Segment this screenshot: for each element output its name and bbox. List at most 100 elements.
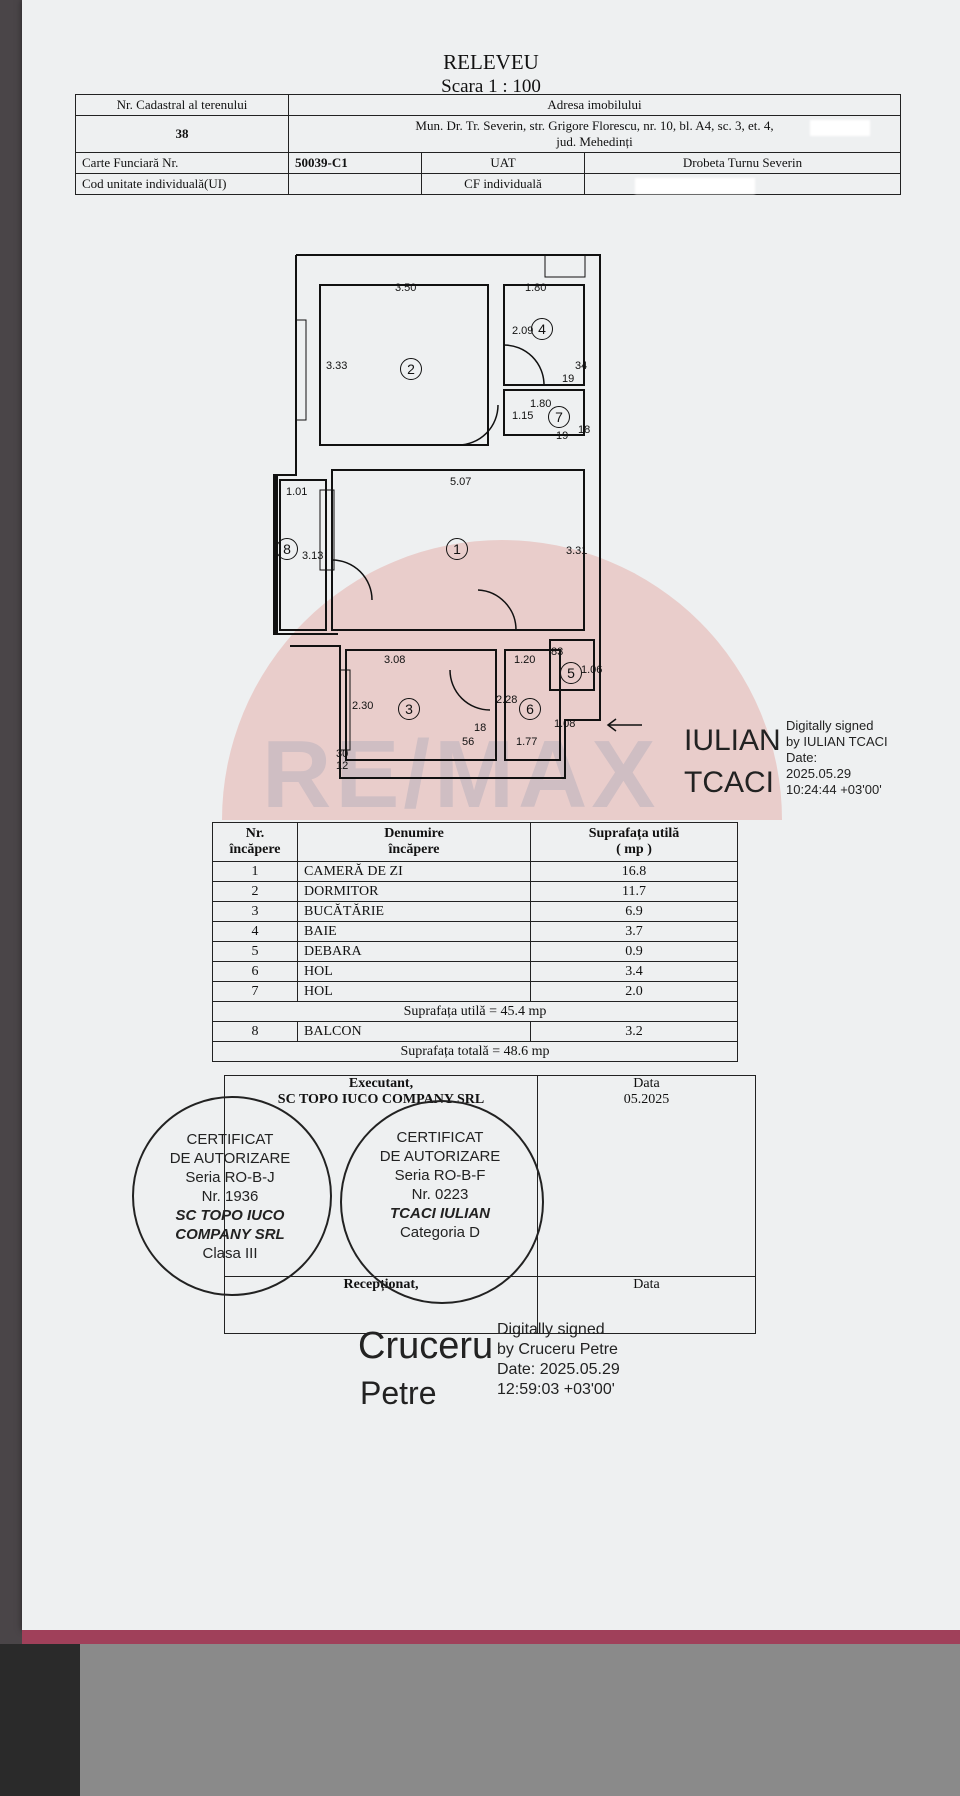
dim-label: 2.30 — [352, 700, 374, 712]
door-arc — [449, 669, 491, 711]
dim-label: 56 — [462, 736, 475, 748]
dim-label: 1.08 — [554, 718, 576, 730]
door-arc — [331, 559, 373, 601]
dim-label: 1.15 — [512, 410, 534, 422]
outer-wall — [290, 254, 601, 779]
dim-label: 2.28 — [496, 694, 518, 706]
receptionat-date-cell: Data — [537, 1276, 756, 1334]
room-number: 5 — [560, 662, 582, 684]
digital-signature-info-2: Digitally signed by Cruceru Petre Date: … — [497, 1321, 620, 1398]
balcony-rail — [274, 475, 278, 635]
cf-label: Carte Funciară Nr. — [75, 152, 289, 174]
desk-shadow — [0, 1644, 80, 1796]
cf-ind-label: CF individuală — [421, 173, 585, 195]
cadastral-value: 38 — [75, 115, 289, 153]
dim-label: 5.07 — [450, 476, 472, 488]
window — [544, 254, 586, 278]
room-number: 4 — [531, 318, 553, 340]
room-1-outline — [331, 469, 585, 631]
total-row: Suprafața totală = 48.6 mp — [212, 1041, 738, 1062]
room-number: 2 — [400, 358, 422, 380]
door-arc — [477, 589, 517, 631]
ui-value — [288, 173, 422, 195]
dim-label: 1.20 — [514, 654, 536, 666]
cadastral-label: Nr. Cadastral al terenului — [75, 94, 289, 116]
entrance-arrow-icon — [606, 718, 642, 732]
room-7-outline — [503, 389, 585, 436]
dim-label: 1.01 — [286, 486, 308, 498]
dim-label: 1.77 — [516, 736, 538, 748]
window — [319, 489, 335, 571]
signer-name-2: TCACI — [684, 766, 774, 799]
document-page: RE/MAX RELEVEU Scara 1 : 100 — [22, 0, 960, 1630]
dim-label: 1.06 — [581, 664, 603, 676]
dim-label: 3.33 — [326, 360, 348, 372]
dim-label: 2.09 — [512, 325, 534, 337]
room-6-outline — [504, 649, 561, 761]
dim-label: 18 — [578, 424, 591, 436]
room-number: 6 — [519, 698, 541, 720]
dim-label: 1.80 — [525, 282, 547, 294]
address-line2: jud. Mehedinți — [556, 134, 633, 149]
uat-value: Drobeta Turnu Severin — [584, 152, 901, 174]
digital-signature-info: Digitally signed by IULIAN TCACI Date: 2… — [786, 718, 888, 797]
room-2-outline — [319, 284, 489, 446]
dim-label: 19 — [562, 373, 575, 385]
room-number: 8 — [276, 538, 298, 560]
signer-name-3: Cruceru — [358, 1325, 494, 1367]
executant-date-cell: Data 05.2025 — [537, 1075, 756, 1277]
room-5-outline — [549, 639, 595, 691]
stamp-left — [132, 1096, 332, 1296]
ui-label: Cod unitate individuală(UI) — [75, 173, 289, 195]
col-header-nr: Nr.încăpere — [212, 822, 298, 862]
address-line1: Mun. Dr. Tr. Severin, str. Grigore Flore… — [415, 118, 774, 133]
dim-label: 12 — [336, 760, 349, 772]
dim-label: 34 — [575, 360, 588, 372]
room-3-outline — [345, 649, 497, 761]
folder-edge — [22, 1630, 960, 1644]
cf-value: 50039-C1 — [288, 152, 422, 174]
room-number: 1 — [446, 538, 468, 560]
dim-label: 18 — [474, 722, 487, 734]
page-title: RELEVEU — [443, 50, 539, 74]
redaction-box — [810, 120, 870, 136]
dim-label: 83 — [551, 646, 564, 658]
dim-label: 3.31 — [566, 545, 588, 557]
window — [295, 319, 307, 421]
door-arc — [503, 344, 545, 386]
dim-label: 19 — [556, 430, 569, 442]
dim-label: 1.80 — [530, 398, 552, 410]
col-header-area: Suprafața utilă( mp ) — [530, 822, 738, 862]
dim-label: 3.08 — [384, 654, 406, 666]
signer-name-1: IULIAN — [684, 724, 781, 757]
scale-label: Scara 1 : 100 — [441, 76, 541, 97]
room-number: 3 — [398, 698, 420, 720]
uat-label: UAT — [421, 152, 585, 174]
stamp-right-text: CERTIFICAT DE AUTORIZARE Seria RO-B-F Nr… — [379, 1129, 501, 1241]
address-label: Adresa imobilului — [288, 94, 901, 116]
stamp-right — [340, 1100, 544, 1304]
signer-name-4: Petre — [360, 1375, 437, 1411]
redaction-box — [635, 178, 755, 194]
dim-label: 3.13 — [302, 550, 324, 562]
door-arc — [457, 404, 499, 446]
property-info-table: Nr. Cadastral al terenului Adresa imobil… — [75, 94, 901, 195]
dim-label: 30 — [336, 748, 349, 760]
room-number: 7 — [548, 406, 570, 428]
stamp-left-text: CERTIFICAT DE AUTORIZARE Seria RO-B-J Nr… — [169, 1131, 291, 1262]
dim-label: 3.50 — [395, 282, 417, 294]
desk-surface — [60, 1644, 960, 1796]
subtotal-row: Suprafața utilă = 45.4 mp — [212, 1001, 738, 1022]
floor-plan — [273, 254, 601, 779]
window — [339, 669, 351, 751]
